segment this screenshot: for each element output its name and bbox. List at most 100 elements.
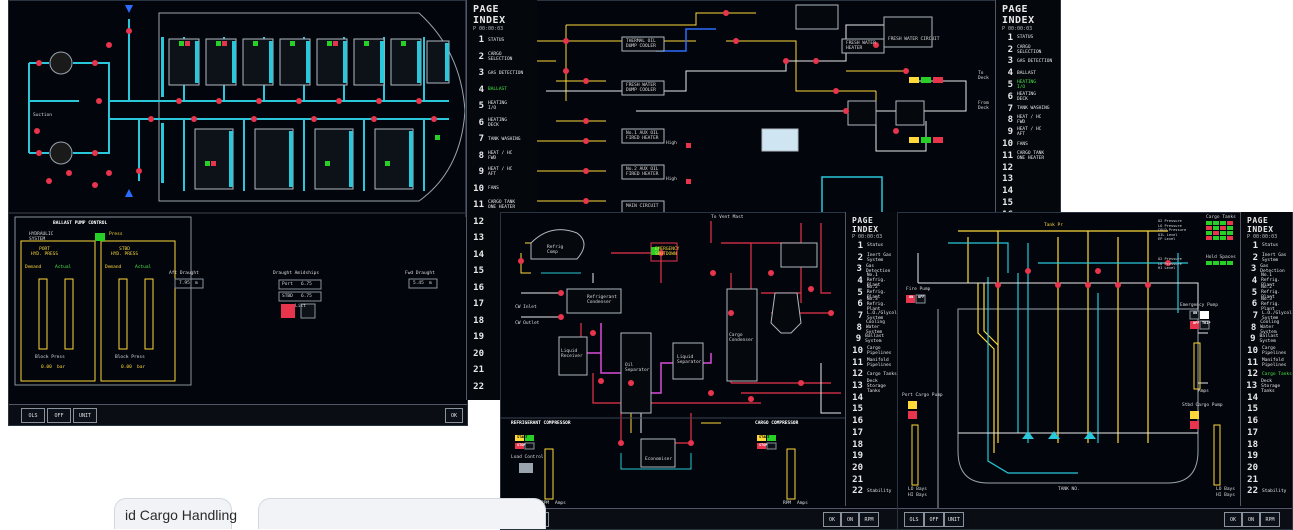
- page-index-a-item-14[interactable]: 14: [467, 247, 537, 264]
- off-button[interactable]: OFF: [47, 408, 71, 423]
- emergency-pump-on-button[interactable]: ON: [1193, 311, 1198, 315]
- fire-pump-off-button[interactable]: OFF: [918, 295, 925, 299]
- refrig-on-button[interactable]: ON: [841, 512, 859, 527]
- unit-button[interactable]: UNIT: [73, 408, 97, 423]
- refrig-stop-button[interactable]: STOP: [517, 443, 526, 447]
- tank-ols-button[interactable]: OLS: [904, 512, 924, 527]
- page-index-c-item-20[interactable]: 20: [846, 462, 899, 474]
- page-index-d-item-17[interactable]: 17: [1241, 427, 1292, 439]
- page-index-c-item-18[interactable]: 18: [846, 439, 899, 451]
- page-index-a-item-19[interactable]: 19: [467, 329, 537, 346]
- ok-button[interactable]: OK: [445, 408, 463, 423]
- page-index-a-item-17[interactable]: 17: [467, 296, 537, 313]
- tank-off-button[interactable]: OFF: [924, 512, 944, 527]
- page-index-a-item-13[interactable]: 13: [467, 230, 537, 247]
- page-index-b-item-15[interactable]: 15: [996, 197, 1060, 209]
- page-index-a-item-20[interactable]: 20: [467, 346, 537, 363]
- page-index-b-item-13[interactable]: 13: [996, 174, 1060, 186]
- refrig-rpm-button[interactable]: RPM: [859, 512, 879, 527]
- page-index-a-item-16[interactable]: 16: [467, 280, 537, 297]
- page-index-a-item-15[interactable]: 15: [467, 263, 537, 280]
- emergency-pump-off-button[interactable]: OFF: [1193, 321, 1200, 325]
- page-index-d-item-21[interactable]: 21: [1241, 474, 1292, 486]
- refrig-start-button[interactable]: START: [517, 435, 528, 439]
- page-index-d-item-14[interactable]: 14: [1241, 392, 1292, 404]
- tank-on-button[interactable]: ON: [1242, 512, 1260, 527]
- second-card[interactable]: [258, 498, 546, 529]
- page-index-d-item-20[interactable]: 20: [1241, 462, 1292, 474]
- page-index-d-item-19[interactable]: 19: [1241, 450, 1292, 462]
- page-index-a-item-12[interactable]: 12: [467, 214, 537, 231]
- page-index-c-item-14[interactable]: 14: [846, 392, 899, 404]
- page-index-b-item-12[interactable]: 12: [996, 162, 1060, 174]
- page-index-b-item-14[interactable]: 14: [996, 185, 1060, 197]
- page-index-c-item-17[interactable]: 17: [846, 427, 899, 439]
- cargo-comp-start-button[interactable]: START: [759, 435, 770, 439]
- page-index-c-item-21[interactable]: 21: [846, 474, 899, 486]
- refrig-ok-button[interactable]: OK: [823, 512, 841, 527]
- tank-unit-button[interactable]: UNIT: [944, 512, 964, 527]
- page-index-a-item-18[interactable]: 18: [467, 313, 537, 330]
- tank-ok-button[interactable]: OK: [1224, 512, 1242, 527]
- cargo-handling-card[interactable]: id Cargo Handling: [114, 498, 237, 529]
- page-index-d-item-16[interactable]: 16: [1241, 415, 1292, 427]
- page-index-c-item-15[interactable]: 15: [846, 404, 899, 416]
- page-index-d-item-18[interactable]: 18: [1241, 439, 1292, 451]
- page-index-c-item-16[interactable]: 16: [846, 415, 899, 427]
- page-index-a-item-21[interactable]: 21: [467, 362, 537, 379]
- page-index-d-item-15[interactable]: 15: [1241, 404, 1292, 416]
- fire-pump-on-button[interactable]: ON: [909, 295, 914, 299]
- tank-rpm-button[interactable]: RPM: [1260, 512, 1280, 527]
